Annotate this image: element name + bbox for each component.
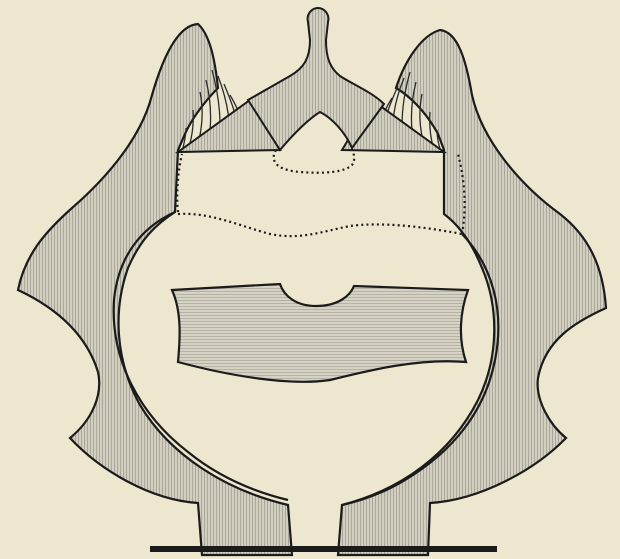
vertebral-body-section [172, 284, 468, 382]
dotted-outline-lower [178, 214, 462, 236]
sacrum-spine [248, 8, 384, 150]
ground-line [150, 546, 497, 552]
